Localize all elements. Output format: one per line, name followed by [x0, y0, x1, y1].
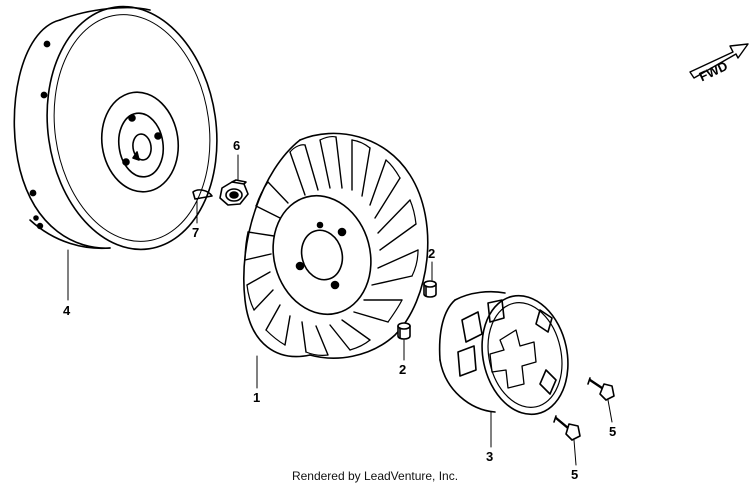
render-credit: Rendered by LeadVenture, Inc.: [291, 469, 459, 483]
bolt-right[interactable]: [587, 377, 615, 401]
flywheel-nut[interactable]: [219, 179, 249, 206]
bolt-lower[interactable]: [553, 415, 581, 441]
collar-upper[interactable]: [423, 280, 437, 298]
callout-flywheel: 4: [63, 303, 71, 318]
callout-starter-pulley: 3: [486, 449, 493, 464]
flywheel[interactable]: [13, 0, 232, 261]
cooling-fan[interactable]: [243, 132, 429, 359]
leader-lines: [67, 154, 613, 466]
callout-woodruff-key: 7: [192, 225, 199, 240]
callout-bolt-lower: 5: [571, 467, 578, 482]
fwd-arrow: [689, 43, 749, 79]
callout-collar-upper: 2: [428, 246, 435, 261]
starter-pulley[interactable]: [438, 288, 579, 423]
callout-cooling-fan: 1: [253, 390, 260, 405]
woodruff-key[interactable]: [192, 189, 213, 200]
fwd-label: FWD: [697, 58, 730, 84]
collar-lower[interactable]: [397, 322, 411, 340]
callout-nut: 6: [233, 138, 240, 153]
callout-bolt-right: 5: [609, 424, 616, 439]
callout-collar-lower: 2: [399, 362, 406, 377]
